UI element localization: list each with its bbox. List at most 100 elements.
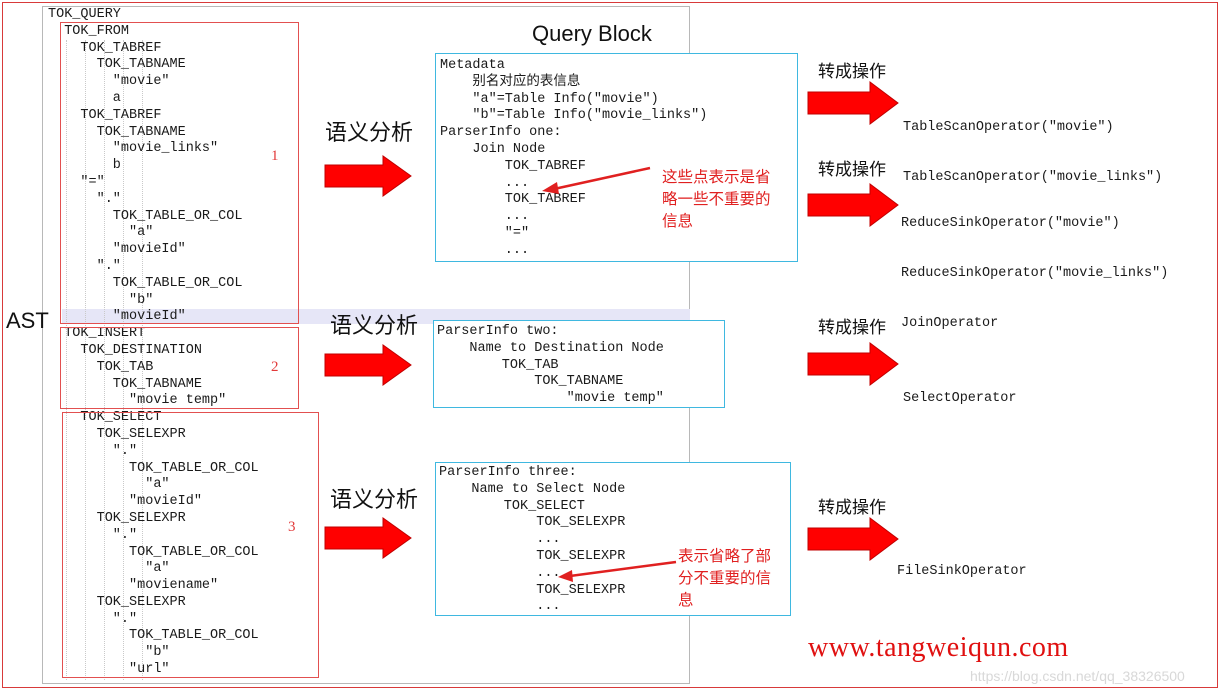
ast-node: TOK_TABREF xyxy=(48,40,162,56)
semantic-arrow-1 xyxy=(324,155,412,197)
ast-node: TOK_TABREF xyxy=(48,107,162,123)
ast-node: b xyxy=(48,158,121,174)
parser-info-line: ParserInfo two: xyxy=(437,324,559,339)
parser-info-two-text: ParserInfo two: Name to Destination Node… xyxy=(437,324,664,408)
ast-node: "url" xyxy=(48,662,170,678)
indent-guide xyxy=(104,40,105,680)
parser-info-line: ParserInfo one: xyxy=(440,125,562,141)
ast-node: a xyxy=(48,90,121,106)
ast-node: TOK_TABNAME xyxy=(48,57,186,73)
operators-block-1: TableScanOperator("movie") TableScanOper… xyxy=(903,86,1162,220)
ast-node: "b" xyxy=(48,645,170,661)
parser-info-line: TOK_TABREF xyxy=(440,192,586,208)
ast-node: TOK_TABLE_OR_COL xyxy=(48,460,259,476)
ast-node: "." xyxy=(48,611,138,627)
ast-node: TOK_TABNAME xyxy=(48,376,202,392)
semantic-analysis-label-2: 语义分析 xyxy=(330,314,419,339)
parser-info-line: "movie temp" xyxy=(437,391,664,407)
convert-label-1: 转成操作 xyxy=(818,62,886,82)
parser-info-line: ParserInfo three: xyxy=(439,465,577,480)
omission-note-2: 表示省略了部 分不重要的信 息 xyxy=(678,547,772,609)
note-pointer-1 xyxy=(542,166,651,194)
ast-node: TOK_TABLE_OR_COL xyxy=(48,275,243,291)
ast-node: TOK_SELEXPR xyxy=(48,594,186,610)
parser-info-line: TOK_SELECT xyxy=(439,498,585,514)
parser-info-line: ... xyxy=(440,175,530,191)
ast-node: TOK_TABLE_OR_COL xyxy=(48,544,259,560)
ast-node: TOK_TABLE_OR_COL xyxy=(48,628,259,644)
query-block-three: ParserInfo three: Name to Select Node TO… xyxy=(435,462,791,616)
ast-node: "." xyxy=(48,443,138,459)
operator-item: TableScanOperator("movie") xyxy=(903,119,1114,135)
indent-guide xyxy=(142,40,143,680)
parser-info-line: TOK_TABNAME xyxy=(437,374,624,390)
semantic-analysis-label-3: 语义分析 xyxy=(330,488,419,513)
section-box-3 xyxy=(62,412,319,678)
section-box-2 xyxy=(60,327,299,409)
ast-node: "=" xyxy=(48,174,105,190)
footer-url[interactable]: www.tangweiqun.com xyxy=(808,632,1069,663)
ast-node: "moviename" xyxy=(48,578,219,594)
query-block-title: Query Block xyxy=(532,21,652,46)
parser-info-line: TOK_SELEXPR xyxy=(439,548,626,564)
operator-item: ReduceSinkOperator("movie") xyxy=(901,215,1120,231)
section-box-1 xyxy=(60,22,299,324)
convert-label-4: 转成操作 xyxy=(818,498,886,518)
parser-info-line: "a"=Table Info("movie") xyxy=(440,91,659,107)
parser-info-line: Name to Destination Node xyxy=(437,340,664,356)
parser-info-line: ... xyxy=(440,209,530,225)
ast-node: TOK_SELEXPR xyxy=(48,426,186,442)
ast-node: "movie temp" xyxy=(48,393,227,409)
parser-info-line: ... xyxy=(440,242,530,258)
parser-info-line: Metadata xyxy=(440,58,505,73)
ast-node: TOK_DESTINATION xyxy=(48,342,202,358)
convert-arrow-4 xyxy=(807,517,899,561)
indent-guide xyxy=(123,40,124,680)
operator-item: TableScanOperator("movie_links") xyxy=(903,169,1163,185)
query-block-two: ParserInfo two: Name to Destination Node… xyxy=(433,320,725,408)
ast-node: TOK_TABNAME xyxy=(48,124,186,140)
ast-node: "." xyxy=(48,527,138,543)
ast-node: TOK_QUERY xyxy=(48,7,121,22)
parser-info-line: TOK_TABREF xyxy=(440,158,586,174)
operator-item: SelectOperator xyxy=(903,390,1017,406)
parser-info-line: 别名对应的表信息 xyxy=(440,74,581,90)
operator-item: JoinOperator xyxy=(901,316,999,332)
ast-node: "a" xyxy=(48,477,170,493)
note-pointer-2 xyxy=(558,560,677,582)
parser-info-line: ... xyxy=(439,565,561,581)
ast-node: TOK_SELECT xyxy=(48,410,162,426)
parser-info-three-text: ParserInfo three: Name to Select Node TO… xyxy=(439,465,625,616)
parser-info-line: TOK_TAB xyxy=(437,357,559,373)
watermark: https://blog.csdn.net/qq_38326500 xyxy=(970,668,1185,684)
ast-node: TOK_SELEXPR xyxy=(48,510,186,526)
ast-node: "movieId" xyxy=(48,242,186,258)
omission-note-1: 这些点表示是省 略一些不重要的 信息 xyxy=(662,168,771,230)
ast-node: TOK_INSERT xyxy=(48,326,146,342)
semantic-arrow-3 xyxy=(324,517,412,559)
ast-node: TOK_TABLE_OR_COL xyxy=(48,208,243,224)
ast-tree: TOK_QUERY TOK_FROM TOK_TABREF TOK_TABNAM… xyxy=(48,7,259,679)
parser-info-line: ... xyxy=(439,532,561,548)
ast-node: TOK_TAB xyxy=(48,359,154,375)
section-number-2: 2 xyxy=(271,359,279,375)
convert-arrow-2 xyxy=(807,183,899,227)
parser-info-line: TOK_SELEXPR xyxy=(439,515,626,531)
operators-block-2: SelectOperator xyxy=(903,357,1016,441)
semantic-arrow-2 xyxy=(324,344,412,386)
ast-node: "movie_links" xyxy=(48,141,219,157)
operators-join: ReduceSinkOperator("movie") ReduceSinkOp… xyxy=(901,182,1168,367)
parser-info-one-text: Metadata 别名对应的表信息 "a"=Table Info("movie"… xyxy=(440,58,707,260)
ast-label: AST xyxy=(6,308,49,333)
parser-info-line: "=" xyxy=(440,225,530,241)
ast-node: "movie" xyxy=(48,74,170,90)
ast-node: TOK_FROM xyxy=(48,23,130,39)
ast-node: "movieId" xyxy=(48,309,186,325)
section-number-1: 1 xyxy=(271,148,279,164)
indent-guide xyxy=(85,40,86,680)
operator-item: ReduceSinkOperator("movie_links") xyxy=(901,265,1169,281)
convert-label-3: 转成操作 xyxy=(818,318,886,338)
parser-info-line: "b"=Table Info("movie_links") xyxy=(440,108,708,124)
